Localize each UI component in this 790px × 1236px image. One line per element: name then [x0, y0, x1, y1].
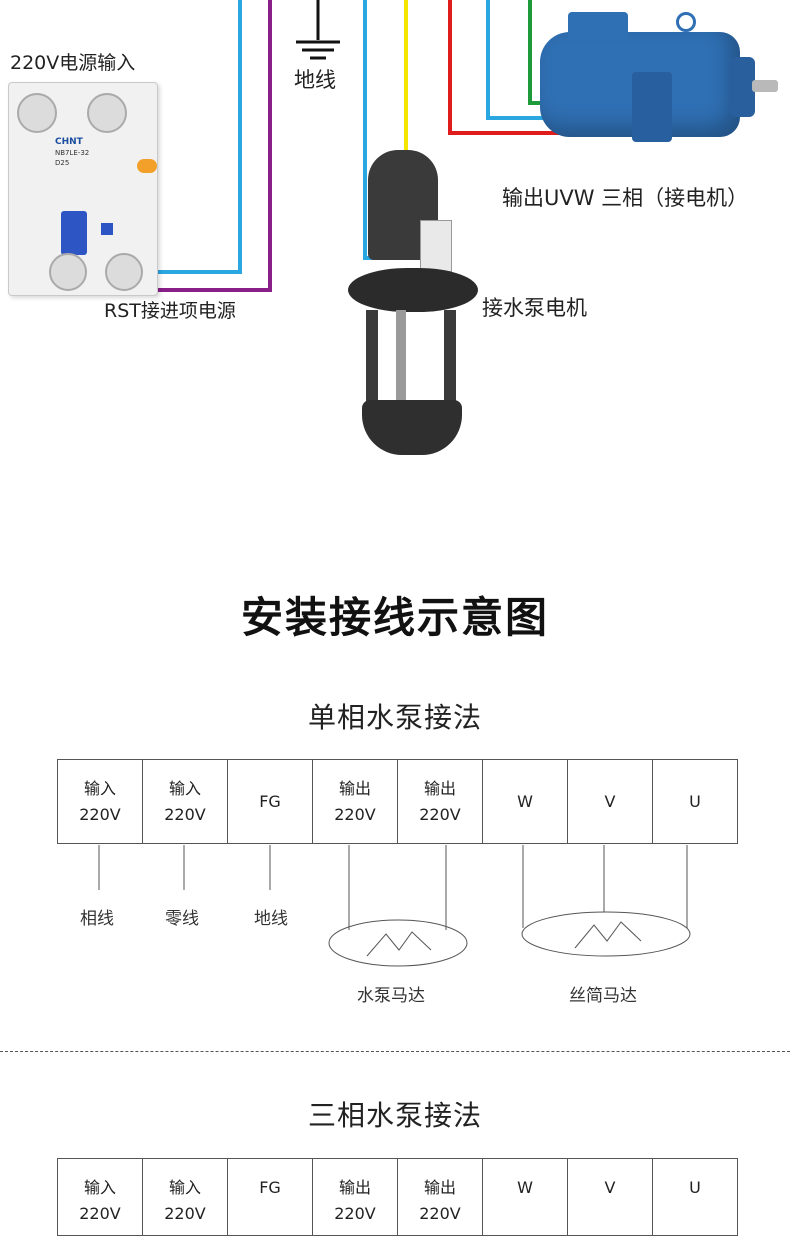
- pump-motor-label: 水泵马达: [357, 986, 425, 1006]
- pump-label: 接水泵电机: [482, 296, 587, 320]
- neutral-wire-label: 零线: [165, 909, 199, 929]
- ground-label: 地线: [294, 68, 336, 92]
- breaker-rating: D25: [55, 159, 70, 167]
- three-phase-motor: [540, 12, 778, 152]
- breaker-brand: CHNT: [55, 137, 83, 147]
- terminal-cell: U: [652, 1158, 738, 1236]
- terminal-cell: U: [652, 759, 738, 844]
- breaker-test-button: [137, 159, 157, 173]
- power-input-label: 220V电源输入: [10, 52, 136, 74]
- water-pump: [348, 150, 478, 460]
- terminal-cell: V: [567, 1158, 653, 1236]
- terminal-cell: FG: [227, 759, 313, 844]
- three-phase-title: 三相水泵接法: [307, 1099, 482, 1132]
- ground-wire-label: 地线: [254, 909, 288, 929]
- terminal-cell: W: [482, 1158, 568, 1236]
- section-divider: [0, 1051, 790, 1052]
- single-phase-title: 单相水泵接法: [307, 701, 482, 734]
- breaker-model: NB7LE-32: [55, 149, 90, 157]
- terminal-cell: W: [482, 759, 568, 844]
- live-wire-label: 相线: [80, 909, 114, 929]
- output-label: 输出UVW 三相（接电机）: [502, 186, 749, 210]
- rst-label: RST接进项电源: [104, 300, 236, 322]
- terminal-cell: FG: [227, 1158, 313, 1236]
- circuit-breaker: CHNT NB7LE-32 D25: [8, 82, 158, 296]
- breaker-lever: [61, 211, 87, 255]
- spindle-motor-label: 丝简马达: [569, 986, 637, 1006]
- terminal-cell: V: [567, 759, 653, 844]
- main-title: 安装接线示意图: [240, 593, 549, 642]
- single-phase-connections: [98, 845, 691, 967]
